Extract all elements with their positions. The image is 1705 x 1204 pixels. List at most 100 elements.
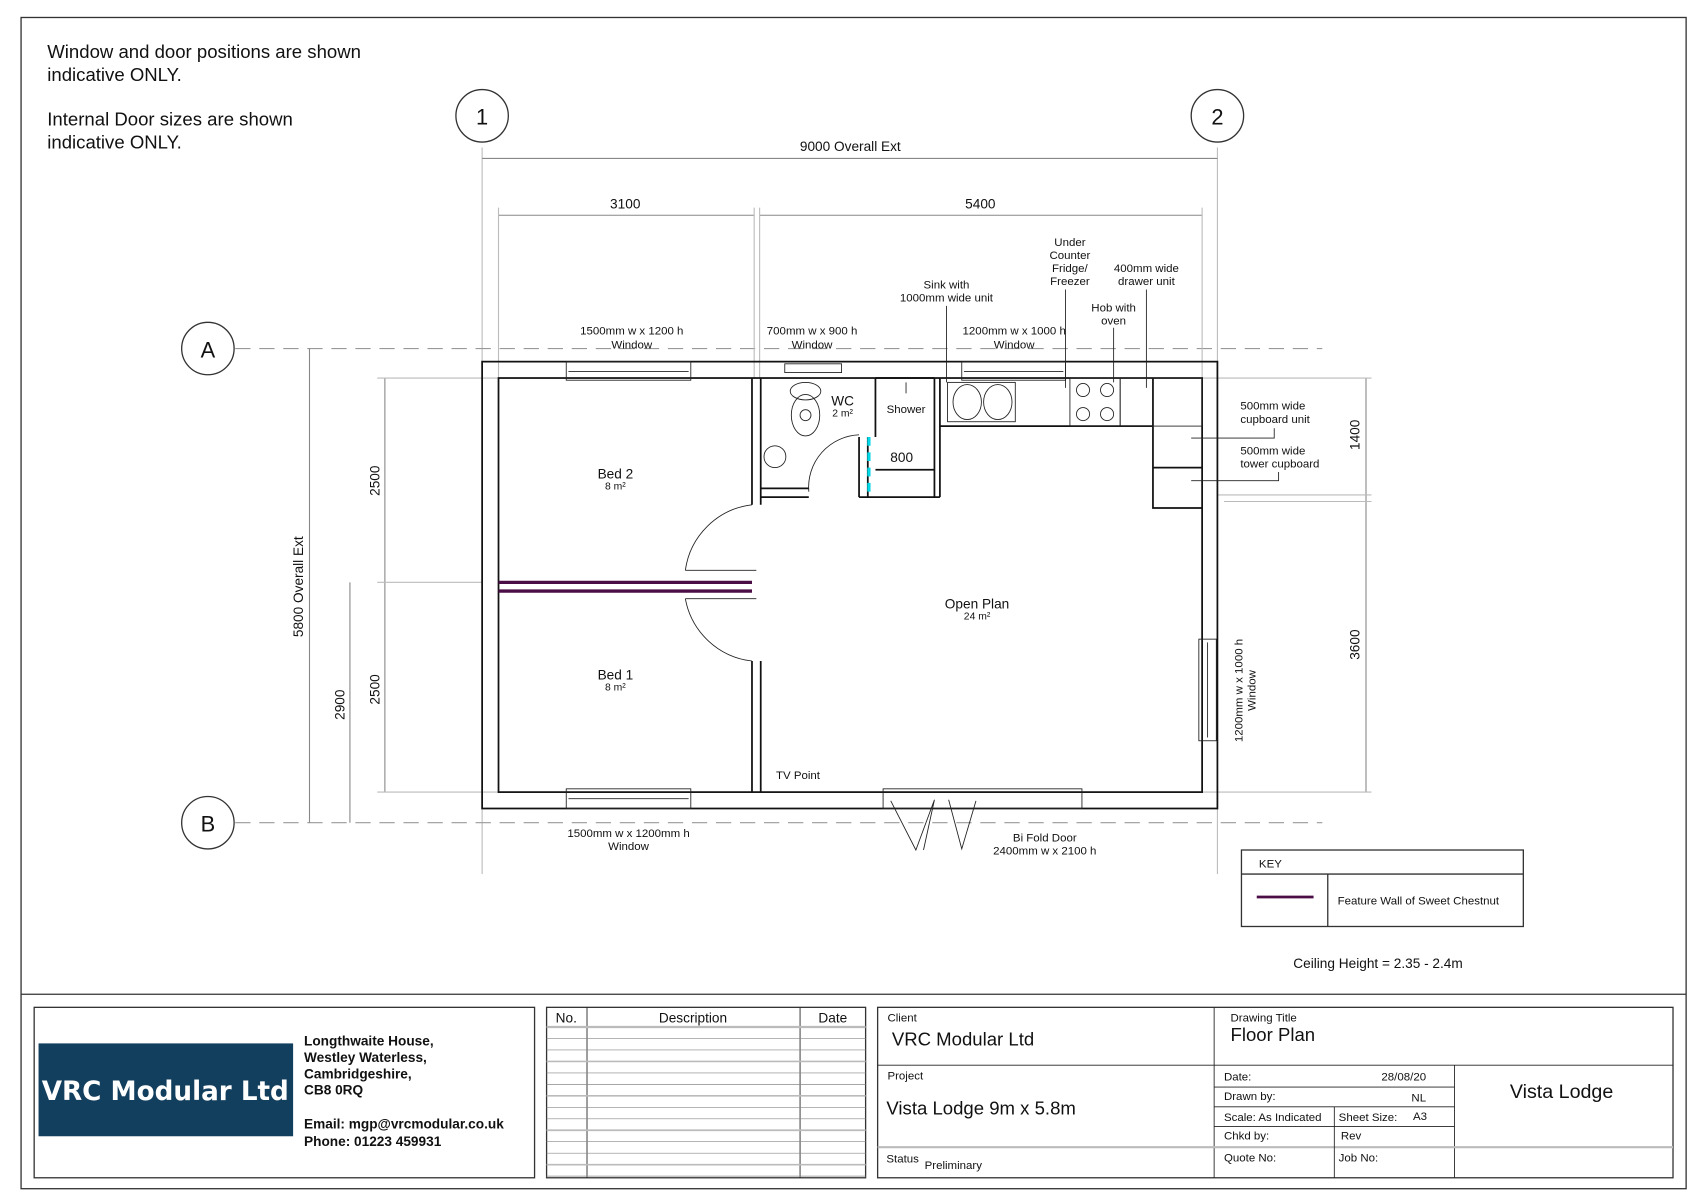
dimensions: 9000 Overall Ext 3100 5400 5800 Overall … bbox=[291, 139, 1372, 823]
annotation: 1000mm wide unit bbox=[900, 293, 994, 305]
project-label: Project bbox=[887, 1070, 924, 1082]
annotation: 400mm wide bbox=[1114, 263, 1179, 275]
dim-label: 9000 Overall Ext bbox=[800, 139, 901, 154]
note-line: Internal Door sizes are shown bbox=[47, 109, 293, 130]
toilet-icon bbox=[790, 393, 821, 437]
grid-label: 1 bbox=[476, 105, 488, 130]
grid-bubble-b bbox=[181, 795, 235, 850]
dim-label: 3100 bbox=[610, 197, 641, 212]
hob-icon bbox=[1069, 377, 1121, 427]
rev-label: Rev bbox=[1341, 1131, 1362, 1143]
grid-label: A bbox=[201, 337, 216, 362]
annotation: 700mm w x 900 h bbox=[767, 325, 858, 337]
grid-bubble-1 bbox=[455, 88, 509, 143]
annotation: Window bbox=[1247, 669, 1259, 711]
window-bed1 bbox=[565, 788, 692, 809]
annotation: Window bbox=[611, 340, 653, 352]
note-line: indicative ONLY. bbox=[47, 132, 181, 153]
window-wc bbox=[784, 363, 843, 373]
status-label: Status bbox=[886, 1153, 919, 1165]
revision-table: No. Description Date bbox=[545, 1006, 867, 1179]
window-bed2 bbox=[565, 361, 692, 381]
company-block: VRC Modular Ltd Longthwaite House, Westl… bbox=[33, 1006, 536, 1179]
annotation: 500mm wide bbox=[1240, 446, 1305, 458]
status-value: Preliminary bbox=[925, 1160, 983, 1172]
dim-label: 3600 bbox=[1347, 629, 1362, 660]
toilet-cistern-icon bbox=[789, 381, 822, 401]
room-name: Bed 2 bbox=[598, 467, 634, 482]
walls bbox=[481, 360, 1219, 852]
sheet-size-label: Sheet Size: bbox=[1339, 1112, 1398, 1124]
room-labels: Bed 2 8 m² Bed 1 8 m² WC 2 m² Shower 800… bbox=[598, 393, 1010, 693]
annotation: 1200mm w x 1000 h bbox=[963, 325, 1066, 337]
client-value: VRC Modular Ltd bbox=[892, 1029, 1034, 1050]
dim-label: 2500 bbox=[367, 465, 382, 496]
dim-label: 800 bbox=[890, 450, 913, 465]
annotation: cupboard unit bbox=[1240, 414, 1310, 426]
sheet-size-value: A3 bbox=[1413, 1111, 1427, 1123]
annotation: 500mm wide bbox=[1240, 401, 1305, 413]
address-line: CB8 0RQ bbox=[304, 1083, 364, 1098]
door-swing-bed2 bbox=[684, 504, 753, 571]
room-name: Bed 1 bbox=[598, 668, 634, 683]
door-swing-bed1 bbox=[684, 598, 753, 662]
key-label: Feature Wall of Sweet Chestnut bbox=[1338, 896, 1500, 908]
annotation: Freezer bbox=[1050, 276, 1090, 288]
room-name: Open Plan bbox=[945, 597, 1009, 612]
annotation: Counter bbox=[1050, 250, 1091, 262]
phone: Phone: 01223 459931 bbox=[304, 1134, 442, 1149]
address-line: Longthwaite House, bbox=[304, 1034, 434, 1049]
drawing-title-label: Drawing Title bbox=[1231, 1013, 1297, 1025]
grid-bubble-2 bbox=[1190, 88, 1245, 143]
annotation: drawer unit bbox=[1118, 276, 1176, 288]
window-right bbox=[1198, 638, 1217, 742]
logo-text: VRC Modular Ltd bbox=[42, 1077, 289, 1107]
room-name: WC bbox=[831, 393, 854, 408]
ceiling-height: Ceiling Height = 2.35 - 2.4m bbox=[1293, 956, 1462, 971]
bifold-door bbox=[882, 788, 1083, 809]
annotation: Window bbox=[792, 340, 834, 352]
room-name: Shower bbox=[887, 404, 926, 416]
notes: Window and door positions are shown indi… bbox=[47, 41, 361, 153]
room-area: 24 m² bbox=[964, 611, 991, 622]
quote-label: Quote No: bbox=[1224, 1152, 1276, 1164]
dim-label: 2500 bbox=[367, 674, 382, 705]
grid-label: B bbox=[201, 811, 216, 836]
date-value: 28/08/20 bbox=[1381, 1072, 1426, 1084]
project-name: Vista Lodge bbox=[1510, 1081, 1614, 1103]
annotation: Window bbox=[994, 340, 1036, 352]
annotations: 1500mm w x 1200 h Window 700mm w x 900 h… bbox=[567, 237, 1319, 858]
address-line: Westley Waterless, bbox=[304, 1050, 427, 1065]
tv-point-label: TV Point bbox=[776, 770, 821, 782]
address-line: Cambridgeshire, bbox=[304, 1066, 412, 1081]
dim-label: 5800 Overall Ext bbox=[291, 536, 306, 637]
room-area: 8 m² bbox=[605, 481, 626, 492]
date-label: Date: bbox=[1224, 1072, 1251, 1084]
column-header: Description bbox=[659, 1011, 727, 1026]
checked-label: Chkd by: bbox=[1224, 1131, 1269, 1143]
annotation: 1200mm w x 1000 h bbox=[1234, 639, 1246, 742]
sheet-border bbox=[20, 16, 1687, 1190]
sink-icon bbox=[947, 381, 1016, 423]
gridlines: 1 2 A B bbox=[181, 88, 1323, 875]
annotation: 1500mm w x 1200 h bbox=[580, 325, 683, 337]
drawn-value: NL bbox=[1411, 1092, 1426, 1104]
job-label: Job No: bbox=[1339, 1152, 1379, 1164]
annotation: 2400mm w x 2100 h bbox=[993, 845, 1096, 857]
key-title: KEY bbox=[1259, 858, 1282, 870]
annotation: Under bbox=[1054, 237, 1085, 249]
note-line: indicative ONLY. bbox=[47, 64, 181, 85]
note-line: Window and door positions are shown bbox=[47, 41, 361, 62]
annotation: Hob with bbox=[1091, 302, 1136, 314]
grid-label: 2 bbox=[1211, 105, 1223, 130]
door-swing-wc bbox=[808, 434, 860, 492]
room-area: 2 m² bbox=[832, 408, 853, 419]
drawing-title: Floor Plan bbox=[1231, 1024, 1316, 1045]
basin-icon bbox=[763, 445, 787, 469]
key-legend: KEY Feature Wall of Sweet Chestnut bbox=[1240, 849, 1524, 928]
email: Email: mgp@vrcmodular.co.uk bbox=[304, 1117, 504, 1132]
annotation: oven bbox=[1101, 315, 1126, 327]
annotation: tower cupboard bbox=[1240, 459, 1319, 471]
client-label: Client bbox=[887, 1013, 917, 1025]
